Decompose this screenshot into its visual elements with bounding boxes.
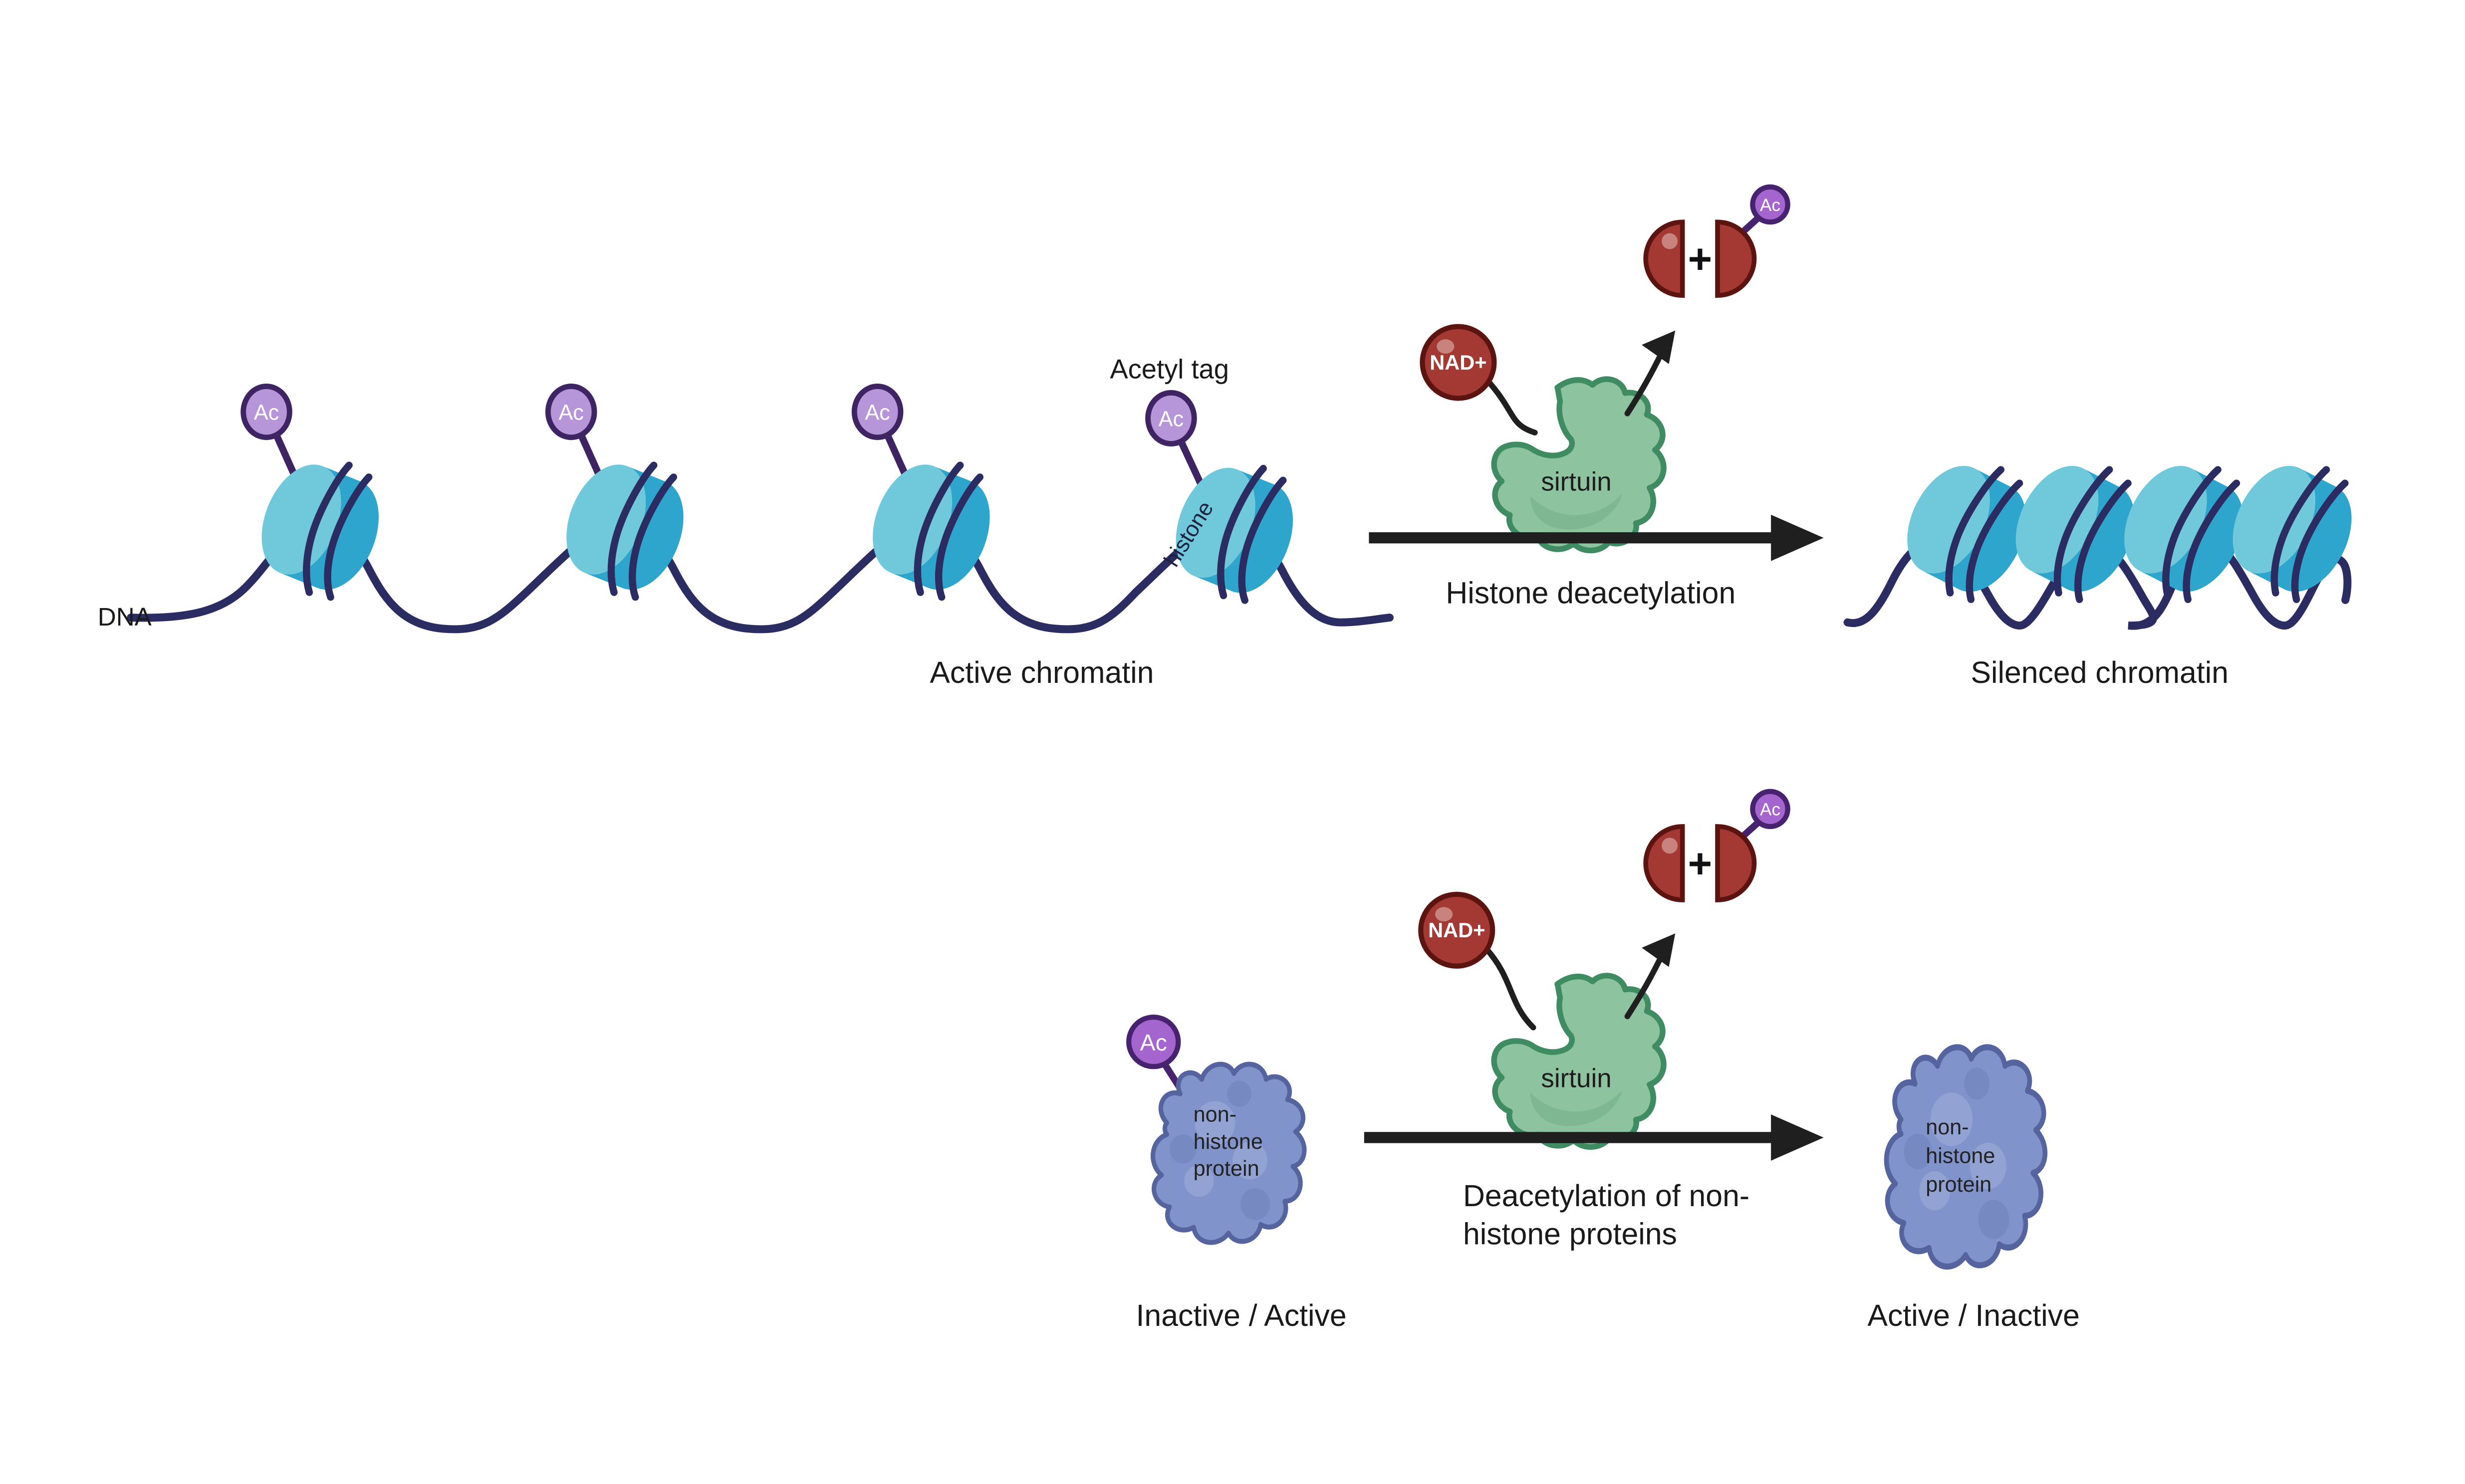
curved-arrow xyxy=(1624,355,1663,417)
deacetylation-label-line2: histone proteins xyxy=(1463,1217,1677,1251)
histone-deacetylation-reaction: Histone deacetylation xyxy=(1369,187,1824,610)
ac-label: Ac xyxy=(1140,1030,1167,1056)
product-molecule xyxy=(1646,792,1788,900)
non-histone-label-line1: non- xyxy=(1194,1102,1236,1126)
curved-arrow xyxy=(1624,957,1663,1020)
silenced-chromatin-section: Silenced chromatin xyxy=(1843,442,2373,689)
nad-molecule xyxy=(1422,327,1494,399)
histone-ac-tag xyxy=(1148,393,1195,443)
nad-sirtuin-line xyxy=(1482,945,1536,1031)
inactive-active-label: Inactive / Active xyxy=(1136,1298,1347,1332)
left-protein-section: Ac non- histone protein Inactive / Activ… xyxy=(1126,1014,1347,1332)
reaction-arrowhead xyxy=(1771,1114,1824,1161)
histone-ac-tag xyxy=(244,386,290,437)
histone-deacetylation-label: Histone deacetylation xyxy=(1446,576,1735,610)
deacetylation-label-line1: Deacetylation of non- xyxy=(1463,1179,1749,1213)
protein-ac-tag xyxy=(1126,1014,1181,1069)
non-histone-deacetylation-reaction: Deacetylation of non- histone proteins xyxy=(1364,792,1824,1251)
active-chromatin-section: histone Acetyl tag DNA Active chromatin xyxy=(98,354,1394,689)
nad-sirtuin-line xyxy=(1484,377,1538,435)
curved-arrowhead xyxy=(1642,933,1676,967)
acetyl-connector xyxy=(1177,437,1205,489)
non-histone-label-line2: histone xyxy=(1194,1130,1263,1154)
non-histone-label-line3: protein xyxy=(1926,1173,1991,1197)
curved-arrowhead xyxy=(1642,330,1676,364)
active-inactive-label: Active / Inactive xyxy=(1867,1298,2079,1332)
silenced-chromatin-label: Silenced chromatin xyxy=(1971,655,2228,689)
right-protein-section: non- histone protein Active / Inactive xyxy=(1867,1047,2080,1332)
non-histone-label-line1: non- xyxy=(1926,1115,1969,1139)
non-histone-label-line3: protein xyxy=(1194,1157,1259,1181)
histone-ac-tag xyxy=(548,386,594,437)
reaction-arrowhead xyxy=(1771,514,1824,561)
acetyl-tag-label: Acetyl tag xyxy=(1110,354,1229,384)
histone-ac-tag xyxy=(854,386,901,437)
active-chromatin-label: Active chromatin xyxy=(930,655,1154,689)
product-molecule xyxy=(1646,187,1788,295)
non-histone-label-line2: histone xyxy=(1926,1144,1995,1168)
nad-molecule xyxy=(1421,894,1492,966)
dna-label: DNA xyxy=(98,603,152,631)
sirtuin-enzyme xyxy=(1494,379,1664,550)
